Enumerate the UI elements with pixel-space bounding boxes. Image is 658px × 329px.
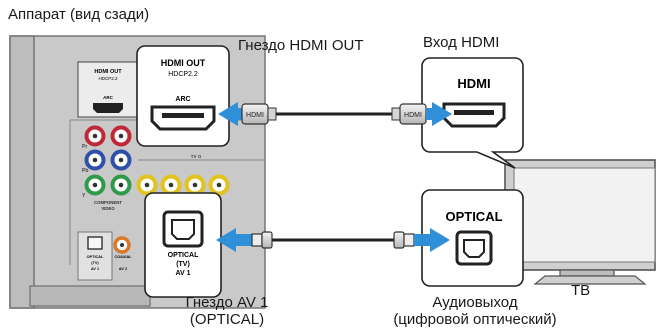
panel-hdmi-port bbox=[93, 103, 123, 113]
hdmi-input-label: Вход HDMI bbox=[423, 34, 500, 51]
panel-coaxial-small-label: COAXIAL bbox=[114, 255, 132, 259]
callout-optical-line2: (TV) bbox=[176, 261, 190, 268]
callout-hdcp-subtitle: HDCP2.2 bbox=[168, 71, 198, 78]
hdmi-out-jack-label: Гнездо HDMI OUT bbox=[238, 37, 364, 54]
tv-set bbox=[504, 159, 656, 285]
optical-arrow-left bbox=[216, 228, 236, 252]
receiver-optical-callout: OPTICAL (TV) AV 1 bbox=[144, 192, 222, 298]
panel-y-small-label: Y bbox=[82, 193, 86, 199]
hdmi-plug-left-label: HDMI bbox=[246, 112, 264, 119]
unit-rear-label: Аппарат (вид сзади) bbox=[8, 6, 150, 23]
panel-av2-small-label: AV 2 bbox=[119, 267, 127, 271]
composite-video-jacks bbox=[136, 174, 230, 196]
optical-arrow-right bbox=[430, 228, 450, 252]
panel-tv-small-label: TV O bbox=[191, 154, 202, 159]
optical-cable bbox=[216, 228, 450, 252]
hdmi-plug-right-label: HDMI bbox=[404, 112, 422, 119]
hdmi-arrow-right bbox=[432, 102, 452, 126]
panel-hdcp-small-label: HDCP2.2 bbox=[98, 76, 118, 81]
panel-hdmi-out-small-label: HDMI OUT bbox=[94, 69, 122, 75]
hdmi-arrow-left bbox=[218, 102, 238, 126]
audio-out-label-line1: Аудиовыход bbox=[432, 294, 518, 311]
panel-component-label-2: VIDEO bbox=[101, 206, 115, 211]
callout-optical-line3: AV 1 bbox=[175, 270, 190, 277]
audio-out-label: Аудиовыход (цифровой оптический) bbox=[360, 294, 590, 328]
panel-pb-small-label: Pb bbox=[82, 168, 88, 174]
audio-out-label-line2: (цифровой оптический) bbox=[393, 311, 557, 328]
panel-optical-small-2: (TV) bbox=[91, 261, 99, 265]
callout-optical-line1: OPTICAL bbox=[168, 252, 199, 259]
av1-jack-label: Гнездо AV 1 (OPTICAL) bbox=[157, 294, 297, 328]
receiver-hdmi-callout: HDMI OUT HDCP2.2 ARC bbox=[136, 45, 230, 147]
component-video-jacks: Pr Pb Y COMPONENT VIDEO bbox=[82, 125, 132, 211]
hdmi-cable: HDMI HDMI bbox=[218, 102, 452, 126]
callout-tv-hdmi-title: HDMI bbox=[457, 76, 490, 91]
tv-optical-callout: OPTICAL bbox=[421, 189, 524, 287]
av1-jack-label-line1: Гнездо AV 1 bbox=[185, 294, 269, 311]
callout-tv-optical-title: OPTICAL bbox=[445, 209, 502, 224]
av1-jack-label-line2: (OPTICAL) bbox=[189, 311, 265, 328]
tv-hdmi-callout: HDMI bbox=[421, 57, 524, 169]
panel-optical-small-1: OPTICAL bbox=[87, 255, 104, 259]
callout-hdmi-out-title: HDMI OUT bbox=[161, 58, 206, 68]
panel-pr-small-label: Pr bbox=[82, 144, 87, 150]
panel-optical-small-3: AV 1 bbox=[91, 267, 99, 271]
panel-arc-small-label: ARC bbox=[103, 95, 113, 100]
panel-component-label-1: COMPONENT bbox=[94, 200, 122, 205]
panel-optical-port bbox=[87, 236, 103, 250]
tv-label: ТВ bbox=[571, 282, 591, 299]
callout-arc-label: ARC bbox=[175, 96, 190, 103]
